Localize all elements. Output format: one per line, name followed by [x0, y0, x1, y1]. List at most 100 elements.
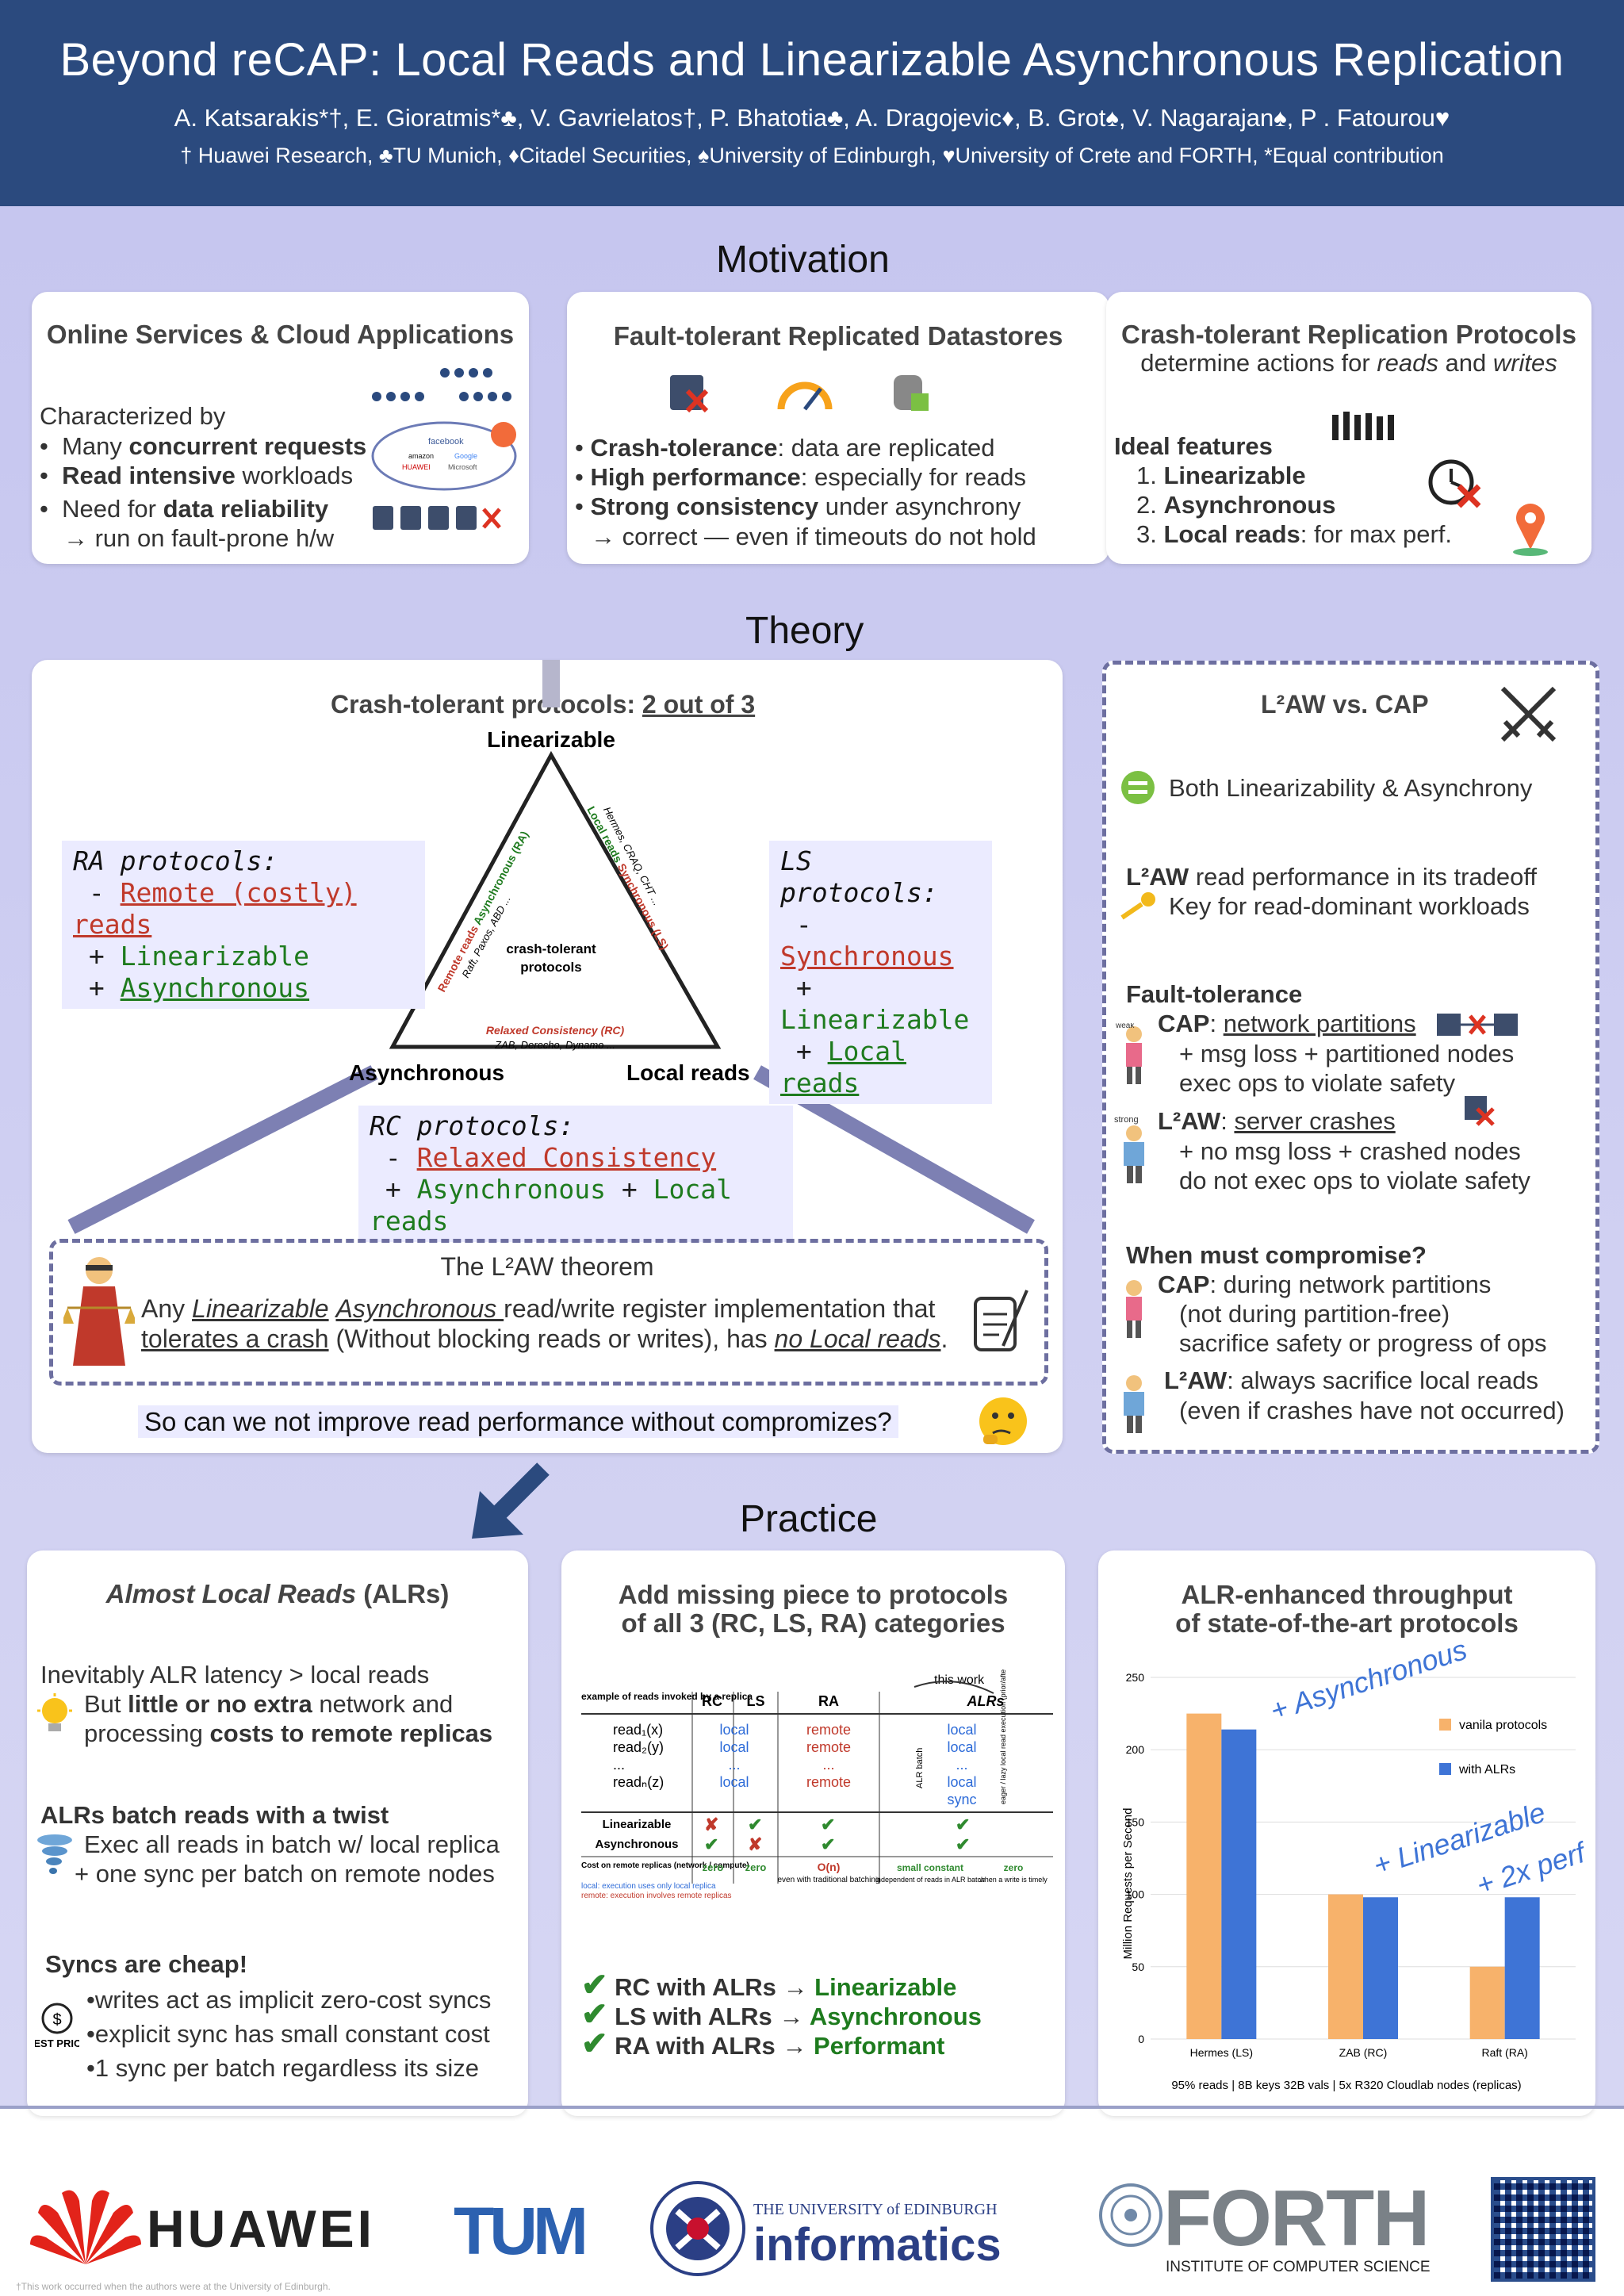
y-tick-label: 50: [1132, 1961, 1144, 1973]
informatics-wordmark: informatics: [753, 2219, 1002, 2271]
feature-local-reads: 3. Local reads: for max perf.: [1136, 520, 1453, 548]
x-category-label: Raft (RA): [1481, 2046, 1527, 2059]
theory-card: Crash-tolerant protocols: 2 out of 3 Lin…: [32, 660, 1063, 1453]
svg-text:✘: ✘: [704, 1815, 718, 1834]
rc-ls-n: local: [719, 1774, 749, 1790]
cap-fault-line1: CAP: network partitions: [1158, 1010, 1416, 1037]
chart-caption: 95% reads | 8B keys 32B vals | 5x R320 C…: [1171, 2079, 1521, 2092]
queue-people-icon: [1332, 412, 1394, 440]
l2aw-fault-line3: do not exec ops to violate safety: [1179, 1167, 1530, 1194]
center-label-1: crash-tolerant: [506, 941, 596, 956]
theory-heading: Theory: [745, 610, 864, 652]
bar-alrs-2: [1504, 1897, 1540, 2039]
ideal-features-label: Ideal features: [1114, 432, 1273, 460]
weak-person-icon: weak: [1115, 1023, 1142, 1084]
read-performance-question: So can we not improve read performance w…: [138, 1405, 898, 1438]
rc-local: Local reads: [370, 1174, 732, 1236]
poster-header: Beyond reCAP: Local Reads and Linearizab…: [0, 0, 1624, 206]
ra-asynchronous: Asynchronous: [120, 972, 310, 1003]
alr-sync: sync: [947, 1792, 976, 1807]
bullet-consistency: • Strong consistency under asynchrony: [575, 493, 1021, 520]
alr-n: local: [947, 1774, 976, 1790]
footer-rule: [0, 2106, 1624, 2109]
footnote: †This work occurred when the authors wer…: [16, 2281, 331, 2292]
y-tick-label: 150: [1126, 1815, 1145, 1828]
read-dots: ...: [613, 1757, 625, 1773]
vertex-linearizable: Linearizable: [487, 727, 615, 752]
ra-title: RA protocols:: [73, 845, 278, 876]
ra-2: remote: [806, 1739, 851, 1755]
sync-item-1: •writes act as implicit zero-cost syncs: [86, 1986, 492, 2014]
bar-alrs-0: [1221, 1729, 1257, 2039]
table-card-title2: of all 3 (RC, LS, RA) categories: [621, 1608, 1005, 1638]
eager-lazy-label: eager / lazy local read execution (prior…: [999, 1669, 1007, 1804]
forth-seal-logo: [1099, 2183, 1162, 2247]
bullet-read-intensive: • Read intensive workloads: [40, 462, 354, 489]
alr-1: local: [947, 1722, 976, 1738]
huawei-wordmark: HUAWEI: [147, 2199, 375, 2258]
read-2: read₂(y): [613, 1739, 664, 1755]
cost-ra: O(n): [818, 1861, 841, 1873]
throughput-chart-card: ALR-enhanced throughput of state-of-the-…: [1098, 1550, 1595, 2116]
theory-card-heading: Crash-tolerant protocols: 2 out of 3: [331, 690, 756, 719]
y-tick-label: 200: [1126, 1743, 1145, 1756]
alr-table-card: Add missing piece to protocols of all 3 …: [561, 1550, 1065, 2116]
batch-line1: Exec all reads in batch w/ local replica: [84, 1830, 500, 1858]
clock-cancel-icon: [1428, 459, 1481, 508]
arrow-line: → run on fault-prone h/w: [63, 524, 335, 552]
bar-vanilla-1: [1328, 1894, 1363, 2039]
card-title: Fault-tolerant Replicated Datastores: [613, 321, 1063, 351]
chart-y-axis-label: Million Requests per Second: [1121, 1808, 1135, 1960]
svg-text:✔: ✔: [704, 1834, 718, 1854]
col-alrs: ALRs: [966, 1693, 1004, 1709]
x-category-label: ZAB (RC): [1339, 2046, 1388, 2059]
google-logo-text: Google: [454, 452, 477, 460]
key-icon: [1120, 892, 1155, 920]
scroll-quill-icon: [974, 1290, 1028, 1351]
linearizable-row: Linearizable: [603, 1818, 672, 1831]
svg-text:✔: ✔: [956, 1834, 970, 1854]
rc-ls-2: local: [719, 1739, 749, 1755]
lady-justice-icon: [63, 1257, 135, 1366]
legend-swatch-vanilla: [1439, 1719, 1451, 1731]
theorem-title: The L²AW theorem: [440, 1252, 654, 1281]
rc-ls-1: local: [719, 1722, 749, 1738]
lightbulb-icon: [37, 1693, 72, 1731]
qr-code[interactable]: [1491, 2177, 1595, 2282]
y-tick-label: 100: [1126, 1888, 1145, 1901]
alr-latency-line: Inevitably ALR latency > local reads: [40, 1661, 430, 1688]
ra-1: remote: [806, 1722, 851, 1738]
huawei-flower-logo: [30, 2190, 141, 2264]
l2aw-fault-line2: + no msg loss + crashed nodes: [1179, 1137, 1521, 1165]
forth-wordmark: FORTH: [1163, 2174, 1430, 2263]
cost-rc: zero: [703, 1861, 724, 1873]
l2aw-theorem-box: [49, 1239, 1048, 1386]
facebook-logo-text: facebook: [428, 437, 464, 447]
ra-protocols-box: RA protocols: - Remote (costly) reads + …: [62, 841, 425, 1009]
alr-cost-line1: But little or no extra network and: [84, 1690, 454, 1718]
feature-linearizable: 1. Linearizable: [1136, 462, 1306, 489]
edge-bottom-label: Relaxed Consistency (RC): [486, 1024, 625, 1037]
vertex-local-reads: Local reads: [626, 1060, 750, 1085]
network-partition-icon: [1437, 1014, 1518, 1036]
server-crash-icon: [670, 375, 709, 413]
compromise-title: When must compromise?: [1126, 1241, 1427, 1269]
cost-row: Cost on remote replicas (network / compu…: [581, 1861, 749, 1870]
cost-zero: zero: [1004, 1862, 1024, 1873]
card-subtitle: determine actions for reads and writes: [1140, 349, 1557, 377]
cost-zero-sub: when a write is timely: [979, 1876, 1048, 1884]
legend-local: local: execution uses only local replica: [581, 1882, 716, 1891]
edge-bottom-examples: ZAB, Derecho, Dynamo ...: [494, 1039, 615, 1051]
sync-item-2: •explicit sync has small constant cost: [86, 2020, 490, 2048]
affiliation-list: † Huawei Research, ♣TU Munich, ♦Citadel …: [180, 144, 1444, 167]
best-price-icon: $ BEST PRICE: [35, 2003, 79, 2049]
down-left-arrow-icon: [472, 1462, 550, 1539]
this-work-label: this work: [934, 1673, 985, 1687]
bullet-reliability: • Need for data reliability: [40, 495, 329, 523]
batch-title: ALRs batch reads with a twist: [40, 1801, 389, 1829]
equal-icon: [1121, 771, 1155, 804]
motivation-heading: Motivation: [716, 239, 890, 281]
legend-label-vanilla: vanila protocols: [1459, 1719, 1547, 1732]
thinking-face-icon: [979, 1397, 1027, 1445]
read-perf-line1: L²AW read performance in its tradeoff: [1126, 863, 1538, 891]
